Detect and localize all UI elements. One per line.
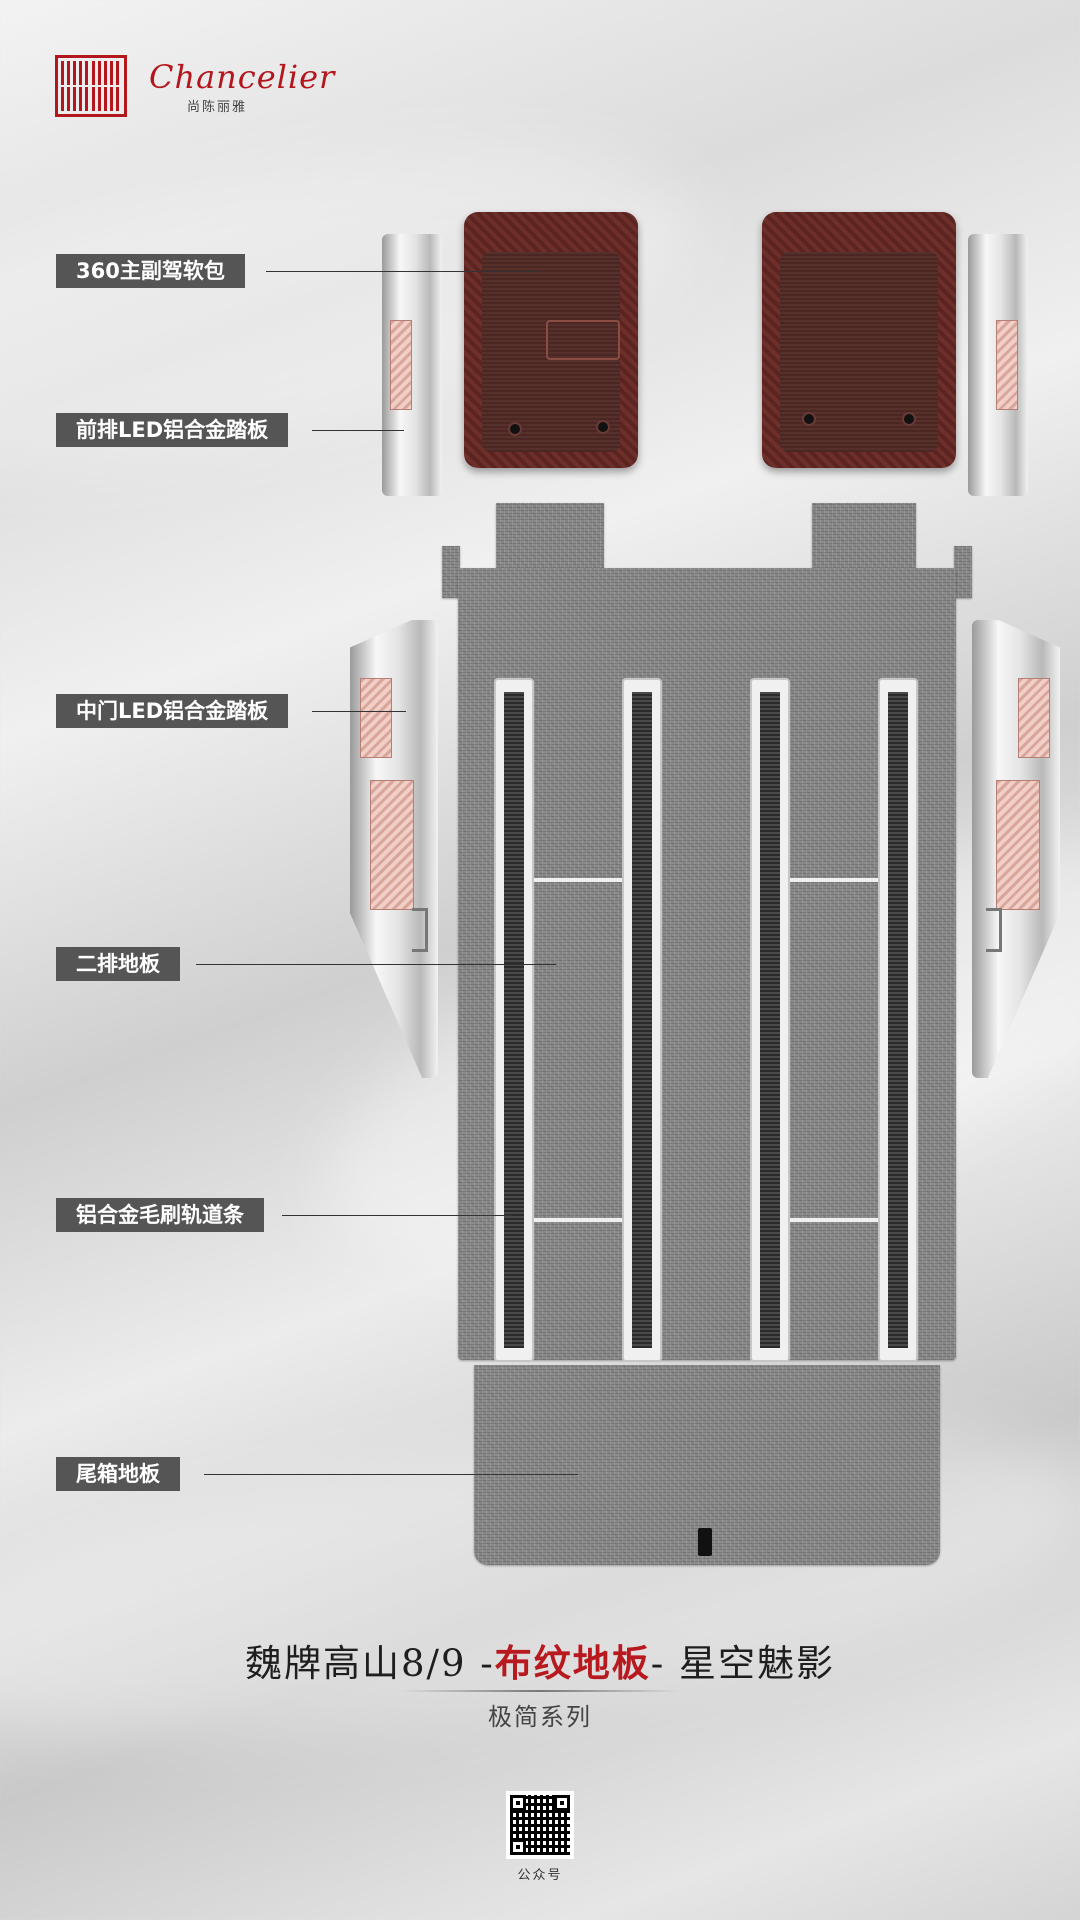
- brand-text: Chancelier 尚陈丽雅: [149, 58, 335, 115]
- middle-left-sill-plate: [350, 620, 438, 1078]
- brand-name-en: Chancelier: [149, 57, 336, 96]
- brand-name-cn: 尚陈丽雅: [187, 99, 248, 115]
- label-trunk-floor: 尾箱地板: [56, 1457, 180, 1491]
- floor-edge-left: [442, 546, 460, 598]
- qr-caption: 公众号: [517, 1868, 563, 1883]
- brush-rail: [878, 678, 918, 1362]
- series-subtitle: 极简系列: [488, 1703, 592, 1731]
- product-title: 魏牌高山8/9 -布纹地板- 星空魅影: [0, 1633, 1080, 1687]
- leader-line: [312, 430, 404, 431]
- brush-rail: [622, 678, 662, 1362]
- title-suffix: - 星空魅影: [650, 1642, 836, 1685]
- front-left-sill-plate: [382, 234, 442, 496]
- leader-line: [196, 964, 556, 965]
- passenger-floor-mat: [762, 212, 956, 468]
- floor-edge-right: [954, 546, 972, 598]
- driver-floor-mat: [464, 212, 638, 468]
- label-second-row-floor: 二排地板: [56, 947, 180, 981]
- title-highlight: 布纹地板: [494, 1641, 651, 1685]
- label-middle-led-sill: 中门LED铝合金踏板: [56, 694, 289, 728]
- leader-line: [282, 1215, 512, 1216]
- label-front-led-sill: 前排LED铝合金踏板: [56, 413, 289, 447]
- label-front-seat-mats: 360主副驾软包: [56, 254, 245, 288]
- floor-tab-left: [496, 503, 604, 571]
- title-divider: [400, 1690, 680, 1692]
- front-right-sill-plate: [968, 234, 1028, 496]
- label-brush-rail: 铝合金毛刷轨道条: [56, 1198, 264, 1232]
- leader-line: [204, 1474, 578, 1475]
- seal-logo: [55, 55, 127, 117]
- leader-line: [312, 711, 406, 712]
- brush-rail: [750, 678, 790, 1362]
- floor-tab-right: [812, 503, 916, 571]
- title-prefix: 魏牌高山8/9 -: [244, 1642, 495, 1685]
- leader-line: [266, 271, 540, 272]
- floor-seam: [534, 878, 626, 882]
- trunk-latch: [698, 1528, 712, 1556]
- brush-rail: [494, 678, 534, 1362]
- floor-seam: [790, 1218, 882, 1222]
- floor-seam: [790, 878, 882, 882]
- qr-code[interactable]: [506, 1791, 574, 1859]
- floor-seam: [534, 1218, 626, 1222]
- brand-logo: Chancelier 尚陈丽雅: [55, 55, 335, 117]
